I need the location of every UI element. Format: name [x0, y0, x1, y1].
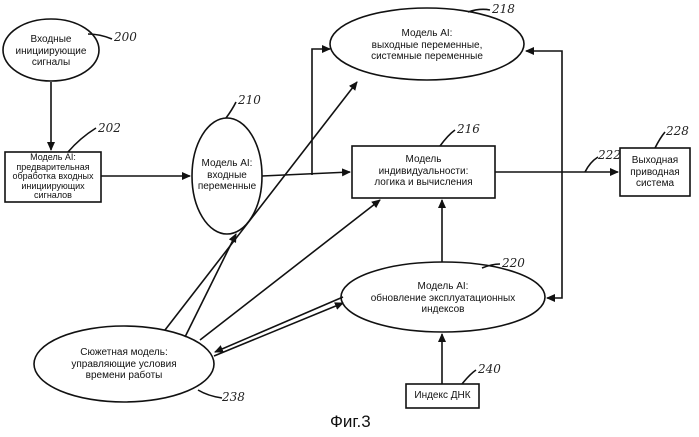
- ref-216: 216: [457, 122, 480, 136]
- node-210-label: Модель AI: входные переменные: [192, 158, 262, 193]
- ref-238: 238: [222, 390, 245, 404]
- ref-240: 240: [478, 362, 501, 376]
- leader-228: [655, 132, 665, 148]
- edge-to-220-right: [547, 172, 562, 298]
- ref-220: 220: [502, 256, 525, 270]
- ref-202: 202: [98, 121, 121, 135]
- ref-200: 200: [114, 30, 137, 44]
- node-200-label: Входные инициирующие сигналы: [3, 34, 99, 69]
- node-240-label: Индекс ДНК: [406, 390, 479, 402]
- edge-210-216: [262, 172, 350, 176]
- node-228-label: Выходная приводная система: [620, 155, 690, 190]
- edge-238-220: [214, 303, 343, 356]
- leader-240: [462, 370, 476, 384]
- node-238-label: Сюжетная модель: управляющие условия вре…: [36, 347, 212, 382]
- edge-238-210: [185, 234, 236, 337]
- leader-216: [440, 130, 455, 146]
- leader-238: [198, 390, 222, 398]
- leader-218: [468, 9, 490, 12]
- ref-210: 210: [238, 93, 261, 107]
- ref-218: 218: [492, 2, 515, 16]
- edge-220-238: [215, 297, 343, 352]
- node-218-label: Модель AI: выходные переменные, системны…: [335, 28, 519, 63]
- node-220-label: Модель AI: обновление эксплуатационных и…: [343, 281, 543, 316]
- edge-branch-to-218: [312, 49, 330, 175]
- leader-202: [68, 128, 96, 152]
- leader-210: [226, 102, 236, 118]
- edge-to-218-right: [526, 51, 562, 172]
- ref-228: 228: [666, 124, 689, 138]
- node-202-label: Модель AI: предварительная обработка вхо…: [5, 153, 101, 201]
- figure-caption: Фиг.3: [330, 412, 371, 432]
- leader-222: [585, 157, 598, 172]
- node-216-label: Модель индивидуальности: логика и вычисл…: [352, 154, 495, 189]
- ref-222: 222: [598, 148, 621, 162]
